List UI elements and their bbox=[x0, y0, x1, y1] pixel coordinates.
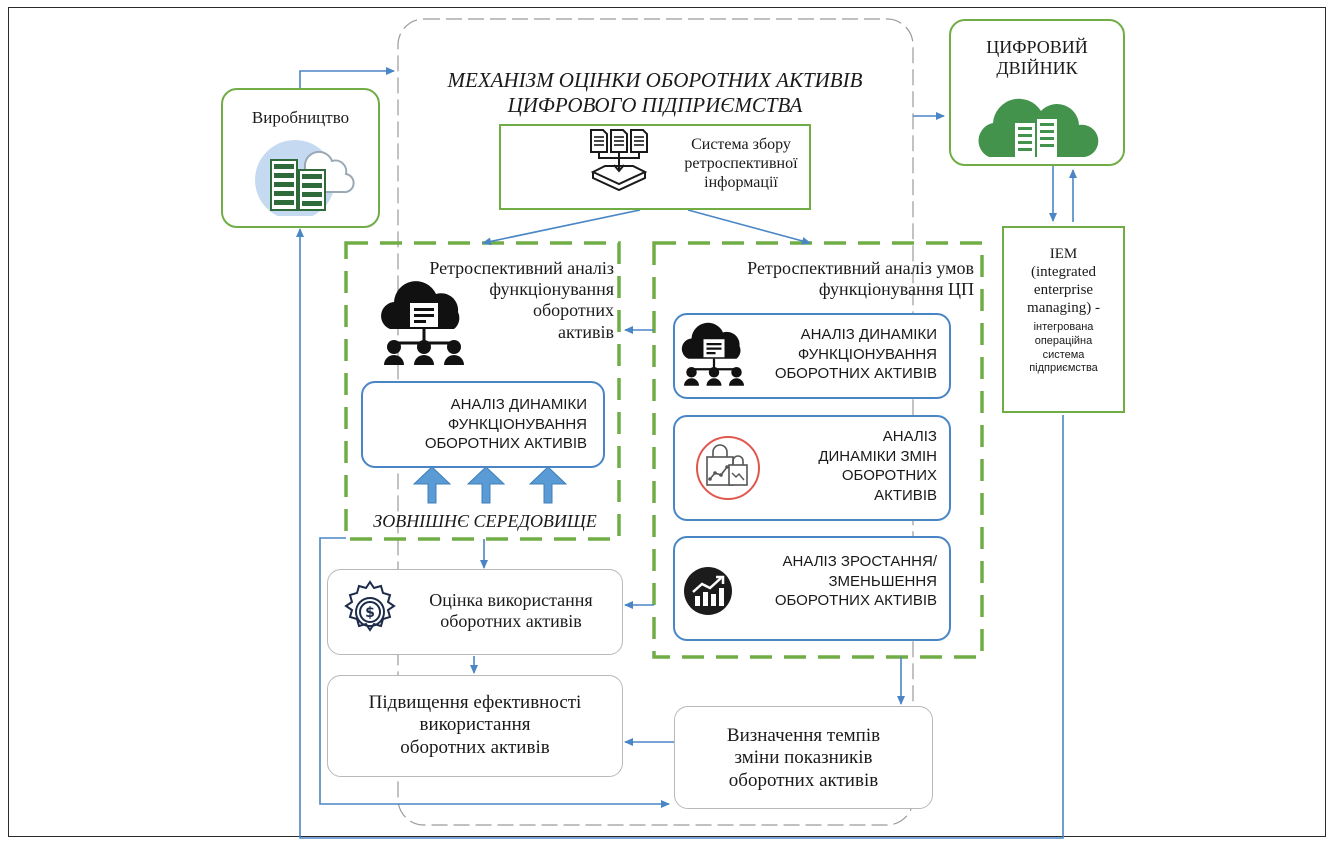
right-analysis-box-1: АНАЛІЗ ДИНАМІКИ ФУНКЦІОНУВАННЯ ОБОРОТНИХ… bbox=[673, 313, 951, 399]
right-panel-title-line-2: функціонування ЦП bbox=[818, 279, 974, 300]
iem-sub-line-3: система bbox=[1042, 348, 1085, 361]
upward-arrow-3 bbox=[528, 466, 568, 504]
right-panel-boundary bbox=[652, 241, 984, 659]
external-environment-label: ЗОВНІШНЄ СЕРЕДОВИЩЕ bbox=[373, 511, 597, 531]
efficiency-box: Підвищення ефективності використання обо… bbox=[327, 675, 623, 777]
mechanism-title-line-1: МЕХАНІЗМ ОЦІНКИ ОБОРОТНИХ АКТИВІВ bbox=[447, 68, 863, 92]
left-analysis-box: АНАЛІЗ ДИНАМІКИ ФУНКЦІОНУВАННЯ ОБОРОТНИХ… bbox=[361, 381, 605, 468]
iem-line-3: enterprise bbox=[1033, 282, 1094, 298]
right-box-1-line-2: ФУНКЦІОНУВАННЯ bbox=[797, 345, 937, 363]
iem-sub-line-1: інтегрована bbox=[1033, 321, 1094, 333]
collection-system-line-3: інформації bbox=[704, 173, 778, 191]
outer-frame bbox=[8, 7, 1326, 837]
right-analysis-box-3: АНАЛІЗ ЗРОСТАННЯ/ ЗМЕНЬШЕННЯ ОБОРОТНИХ А… bbox=[673, 536, 951, 641]
iem-line-2: (integrated bbox=[1031, 264, 1096, 280]
right-box-2-line-2: ДИНАМІКИ ЗМІН bbox=[818, 447, 937, 465]
arrow-feedback-to-rates bbox=[319, 537, 670, 808]
mechanism-title-line-2: ЦИФРОВОГО ПІДПРИЄМСТВА bbox=[507, 92, 803, 117]
cloud-network-icon bbox=[381, 281, 464, 365]
right-analysis-label-3: АНАЛІЗ ЗРОСТАННЯ/ ЗМЕНЬШЕННЯ ОБОРОТНИХ А… bbox=[735, 552, 937, 611]
collection-system-line-1: Система збору bbox=[691, 136, 791, 153]
documents-to-tray-icon bbox=[590, 129, 648, 192]
dollar-gear-icon: $ bbox=[344, 580, 396, 632]
left-panel-title-line-1: Ретроспективний аналіз bbox=[429, 258, 614, 278]
left-panel-title: Ретроспективний аналіз функціонування об… bbox=[368, 258, 614, 343]
left-panel-title-line-2: функціонування bbox=[489, 279, 614, 300]
rates-line-3: оборотних активів bbox=[728, 769, 879, 791]
cloud-network-icon bbox=[681, 322, 744, 386]
right-box-1-line-1: АНАЛІЗ ДИНАМІКИ bbox=[800, 326, 937, 343]
mechanism-title: МЕХАНІЗМ ОЦІНКИ ОБОРОТНИХ АКТИВІВ ЦИФРОВ… bbox=[410, 68, 900, 118]
green-cloud-server-icon bbox=[978, 98, 1099, 157]
assessment-line-1: Оцінка використання bbox=[429, 590, 593, 610]
right-analysis-box-2: АНАЛІЗ ДИНАМІКИ ЗМІН ОБОРОТНИХ АКТИВІВ bbox=[673, 415, 951, 521]
arrow-iem-to-production bbox=[296, 228, 1064, 839]
right-box-3-line-1: АНАЛІЗ ЗРОСТАННЯ/ bbox=[782, 553, 937, 570]
left-analysis-line-1: АНАЛІЗ ДИНАМІКИ bbox=[450, 396, 587, 413]
right-box-1-line-3: ОБОРОТНИХ АКТИВІВ bbox=[774, 365, 937, 382]
right-box-2-line-4: АКТИВІВ bbox=[874, 486, 937, 504]
upward-arrow-2 bbox=[466, 466, 506, 504]
rates-line-1: Визначення темпів bbox=[726, 725, 881, 746]
right-box-2-line-3: ОБОРОТНИХ bbox=[841, 467, 937, 484]
right-box-3-line-2: ЗМЕНЬШЕННЯ bbox=[828, 572, 938, 590]
digital-twin-label-line-2: ДВІЙНИК bbox=[996, 58, 1078, 79]
assessment-line-2: оборотних активів bbox=[440, 611, 582, 632]
rates-line-2: зміни показників bbox=[734, 747, 873, 769]
right-panel-title: Ретроспективний аналіз умов функціонуван… bbox=[668, 258, 974, 300]
arrow-collection-to-left bbox=[482, 209, 641, 246]
right-analysis-label-2: АНАЛІЗ ДИНАМІКИ ЗМІН ОБОРОТНИХ АКТИВІВ bbox=[775, 427, 937, 505]
iem-sub-line-4: підприємства bbox=[1029, 362, 1098, 375]
assessment-label: Оцінка використання оборотних активів bbox=[406, 590, 616, 632]
rates-box: Визначення темпів зміни показників оборо… bbox=[674, 706, 933, 809]
assessment-box: $ Оцінка використання оборотних активів bbox=[327, 569, 623, 655]
digital-twin-label-line-1: ЦИФРОВИЙ bbox=[986, 37, 1088, 57]
iem-sub-line-2: операційна bbox=[1034, 334, 1093, 347]
left-analysis-line-2: ФУНКЦІОНУВАННЯ bbox=[447, 415, 587, 433]
right-analysis-label-1: АНАЛІЗ ДИНАМІКИ ФУНКЦІОНУВАННЯ ОБОРОТНИХ… bbox=[745, 325, 937, 384]
left-analysis-line-3: ОБОРОТНИХ АКТИВІВ bbox=[424, 435, 587, 452]
arrow-production-to-mechanism bbox=[299, 67, 395, 88]
efficiency-line-3: оборотних активів bbox=[400, 736, 550, 758]
collection-system-label: Система збору ретроспективної інформації bbox=[671, 136, 811, 193]
production-label: Виробництво bbox=[251, 108, 350, 127]
arrow-collection-to-right bbox=[687, 209, 811, 245]
right-box-3-line-3: ОБОРОТНИХ АКТИВІВ bbox=[774, 592, 937, 609]
iem-label: IEM (integrated enterprise managing) - bbox=[1004, 245, 1123, 317]
rates-label: Визначення темпів зміни показників оборо… bbox=[675, 725, 932, 792]
iem-line-4: managing) - bbox=[1027, 300, 1100, 316]
shopping-bags-chart-icon bbox=[696, 436, 760, 500]
digital-twin-box: ЦИФРОВИЙ ДВІЙНИК bbox=[949, 19, 1125, 166]
iem-sub-label: інтегрована операційна система підприємс… bbox=[1004, 321, 1123, 376]
digital-twin-label: ЦИФРОВИЙ ДВІЙНИК bbox=[951, 37, 1123, 79]
left-panel-title-line-4: активів bbox=[558, 321, 614, 342]
right-panel-title-line-1: Ретроспективний аналіз умов bbox=[747, 258, 974, 278]
svg-text:$: $ bbox=[365, 605, 375, 621]
iem-line-1: IEM bbox=[1049, 246, 1078, 262]
left-analysis-label: АНАЛІЗ ДИНАМІКИ ФУНКЦІОНУВАННЯ ОБОРОТНИХ… bbox=[373, 395, 587, 454]
efficiency-label: Підвищення ефективності використання обо… bbox=[328, 692, 622, 759]
efficiency-line-2: використання bbox=[419, 714, 531, 736]
left-panel-title-line-3: оборотних bbox=[532, 300, 614, 321]
iem-box: IEM (integrated enterprise managing) - і… bbox=[1002, 226, 1125, 413]
server-cloud-icon bbox=[255, 140, 355, 216]
growth-chart-icon bbox=[684, 567, 732, 615]
upward-arrow-1 bbox=[412, 466, 452, 504]
right-box-2-line-1: АНАЛІЗ bbox=[882, 428, 937, 445]
collection-system-line-2: ретроспективної bbox=[684, 154, 798, 172]
production-box: Виробництво bbox=[221, 88, 380, 228]
collection-system-box: Система збору ретроспективної інформації bbox=[499, 124, 811, 210]
efficiency-line-1: Підвищення ефективності bbox=[368, 692, 582, 713]
